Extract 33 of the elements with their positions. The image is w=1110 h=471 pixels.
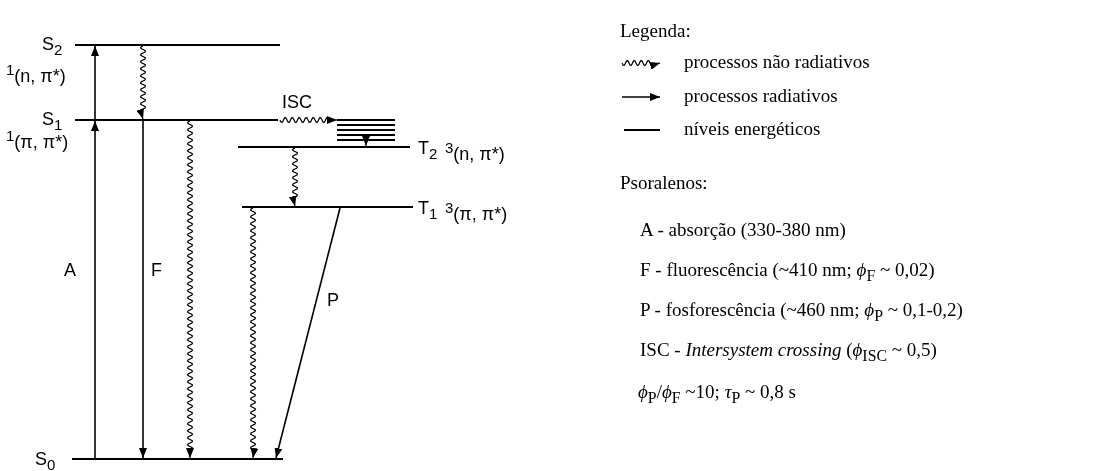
legend-text: processos não radiativos — [684, 51, 870, 73]
note-text: F - fluorescência (~410 nm; ϕ$_{F}$ ~ 0,02) — [640, 259, 935, 286]
state-configuration: $^{1}$(n, π*) — [6, 60, 66, 86]
arrow — [139, 120, 147, 459]
state-label: S$_{2}$ — [42, 34, 63, 60]
note-text: A - absorção (330-380 nm) — [640, 219, 846, 241]
state-configuration: $^{3}$(n, π*) — [445, 138, 505, 164]
energy-level-line — [238, 146, 410, 148]
arrow — [91, 45, 99, 120]
wavy-arrow — [249, 207, 259, 459]
state-label: T$_{2}$ — [418, 138, 438, 164]
legend-text: níveis energéticos — [684, 118, 821, 140]
energy-level-line — [72, 458, 283, 460]
wavy-arrow — [186, 120, 194, 459]
note-text: P - fosforescência (~460 nm; ϕ$_{P}$ ~ 0,1-0,2) — [640, 299, 963, 326]
legend-title: Legenda: — [620, 20, 691, 42]
energy-level-line — [75, 44, 280, 46]
legend-text: processos radiativos — [684, 85, 838, 107]
note-text: ϕ$_{P}$/ϕ$_{F}$ ~10; τ$_{P}$ ~ 0,8 s — [638, 381, 796, 408]
wavy-arrow — [136, 45, 147, 120]
section-heading: Psoralenos: — [620, 172, 708, 194]
energy-level-line — [242, 206, 413, 208]
state-label: S$_{0}$ — [35, 449, 56, 471]
wavy-arrow — [288, 147, 299, 207]
energy-level-line — [75, 119, 278, 121]
state-configuration: $^{3}$(π, π*) — [445, 198, 508, 224]
arrow — [274, 207, 341, 459]
state-label: T$_{1}$ — [418, 198, 438, 224]
note-text: ISC - Intersystem crossing (ϕ$_{ISC}$ ~ 0,5) — [640, 339, 937, 366]
arrow — [91, 120, 99, 459]
wavy-arrow — [279, 116, 338, 124]
vibrational-sublevels — [337, 119, 395, 141]
wavy-arrow — [362, 136, 370, 147]
